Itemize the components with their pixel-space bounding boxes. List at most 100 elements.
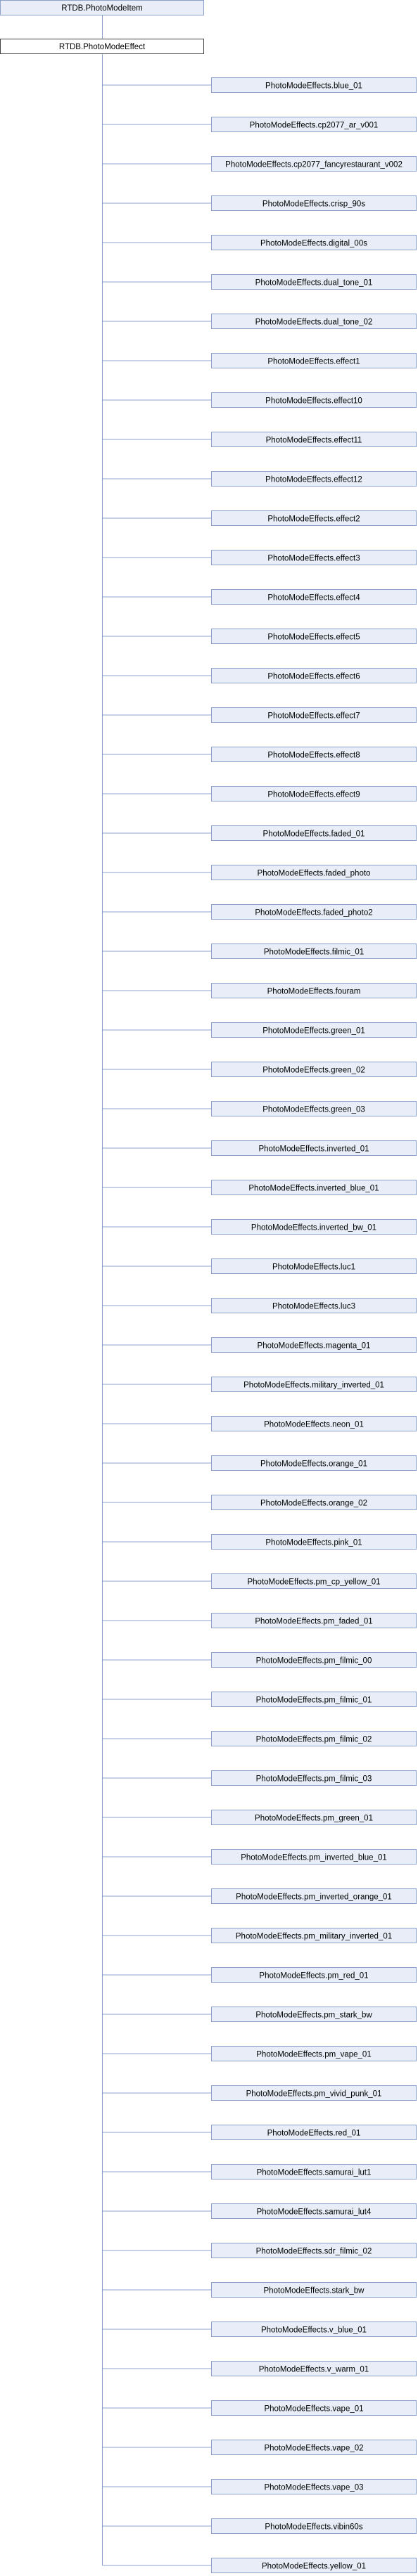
- child-node-label: PhotoModeEffects.samurai_lut4: [257, 2208, 372, 2217]
- child-node[interactable]: PhotoModeEffects.pm_military_inverted_01: [211, 1928, 417, 1943]
- child-node-box: [211, 865, 417, 880]
- child-node[interactable]: PhotoModeEffects.pm_filmic_01: [211, 1692, 417, 1707]
- child-node[interactable]: PhotoModeEffects.digital_00s: [211, 235, 417, 250]
- child-node-label: PhotoModeEffects.luc1: [272, 1263, 355, 1272]
- child-node[interactable]: PhotoModeEffects.orange_01: [211, 1455, 417, 1471]
- child-node[interactable]: PhotoModeEffects.effect9: [211, 786, 417, 801]
- child-node-box: [211, 1337, 417, 1353]
- child-node[interactable]: PhotoModeEffects.v_warm_01: [211, 2361, 417, 2376]
- child-node[interactable]: PhotoModeEffects.yellow_01: [211, 2558, 417, 2573]
- child-node[interactable]: PhotoModeEffects.vape_02: [211, 2440, 417, 2455]
- child-node-box: [211, 2085, 417, 2101]
- child-node[interactable]: PhotoModeEffects.pm_faded_01: [211, 1613, 417, 1628]
- child-node[interactable]: PhotoModeEffects.filmic_01: [211, 944, 417, 959]
- child-node[interactable]: PhotoModeEffects.effect11: [211, 432, 417, 447]
- child-node[interactable]: PhotoModeEffects.pm_vivid_punk_01: [211, 2085, 417, 2101]
- child-node[interactable]: PhotoModeEffects.inverted_01: [211, 1140, 417, 1156]
- child-node[interactable]: PhotoModeEffects.stark_bw: [211, 2282, 417, 2298]
- child-node-box: [211, 2007, 417, 2022]
- child-node-label: PhotoModeEffects.vibin60s: [265, 2523, 362, 2532]
- child-node[interactable]: PhotoModeEffects.effect3: [211, 550, 417, 565]
- child-node-label: PhotoModeEffects.military_inverted_01: [243, 1382, 384, 1390]
- child-node[interactable]: PhotoModeEffects.effect4: [211, 589, 417, 605]
- child-node[interactable]: PhotoModeEffects.inverted_blue_01: [211, 1180, 417, 1195]
- child-node-label: PhotoModeEffects.pm_cp_yellow_01: [247, 1578, 380, 1587]
- child-node-label: PhotoModeEffects.neon_01: [264, 1421, 364, 1429]
- child-node-box: [211, 707, 417, 723]
- child-node[interactable]: PhotoModeEffects.pm_cp_yellow_01: [211, 1573, 417, 1589]
- child-node[interactable]: PhotoModeEffects.vape_01: [211, 2400, 417, 2416]
- child-node-box: [211, 195, 417, 211]
- child-node[interactable]: PhotoModeEffects.effect10: [211, 392, 417, 408]
- child-node-label: PhotoModeEffects.effect2: [267, 515, 360, 524]
- child-node[interactable]: PhotoModeEffects.neon_01: [211, 1416, 417, 1431]
- child-node[interactable]: PhotoModeEffects.orange_02: [211, 1495, 417, 1510]
- child-node[interactable]: PhotoModeEffects.blue_01: [211, 77, 417, 93]
- child-node-box: [211, 2203, 417, 2219]
- child-node[interactable]: PhotoModeEffects.green_01: [211, 1022, 417, 1038]
- child-node[interactable]: PhotoModeEffects.pm_red_01: [211, 1967, 417, 1983]
- child-node[interactable]: PhotoModeEffects.effect5: [211, 629, 417, 644]
- child-node[interactable]: PhotoModeEffects.inverted_bw_01: [211, 1219, 417, 1235]
- child-node[interactable]: PhotoModeEffects.pm_filmic_03: [211, 1770, 417, 1786]
- child-node[interactable]: PhotoModeEffects.pm_filmic_00: [211, 1652, 417, 1668]
- child-node-label: PhotoModeEffects.v_warm_01: [259, 2366, 369, 2374]
- child-node-label: PhotoModeEffects.pm_vivid_punk_01: [246, 2090, 382, 2099]
- root-node-label: RTDB.PhotoModeItem: [61, 4, 142, 13]
- child-node-box: [211, 432, 417, 447]
- child-node[interactable]: PhotoModeEffects.crisp_90s: [211, 195, 417, 211]
- child-node-label: PhotoModeEffects.yellow_01: [262, 2563, 366, 2571]
- child-node-label: PhotoModeEffects.vape_03: [264, 2484, 363, 2492]
- child-node[interactable]: PhotoModeEffects.effect7: [211, 707, 417, 723]
- child-node[interactable]: PhotoModeEffects.vape_03: [211, 2479, 417, 2494]
- child-node[interactable]: PhotoModeEffects.faded_photo: [211, 865, 417, 880]
- child-node[interactable]: PhotoModeEffects.pm_inverted_blue_01: [211, 1849, 417, 1865]
- root-node[interactable]: RTDB.PhotoModeItem: [0, 0, 204, 15]
- child-node[interactable]: PhotoModeEffects.dual_tone_01: [211, 274, 417, 290]
- child-node[interactable]: PhotoModeEffects.vibin60s: [211, 2518, 417, 2534]
- child-node[interactable]: PhotoModeEffects.faded_photo2: [211, 904, 417, 920]
- child-node-box: [211, 550, 417, 565]
- child-node[interactable]: PhotoModeEffects.effect12: [211, 471, 417, 487]
- child-node-label: PhotoModeEffects.green_02: [262, 1067, 365, 1075]
- child-node[interactable]: PhotoModeEffects.pm_filmic_02: [211, 1731, 417, 1746]
- child-node-box: [211, 1022, 417, 1038]
- child-node[interactable]: PhotoModeEffects.pm_green_01: [211, 1810, 417, 1825]
- child-node[interactable]: PhotoModeEffects.cp2077_ar_v001: [211, 117, 417, 132]
- child-node[interactable]: PhotoModeEffects.magenta_01: [211, 1337, 417, 1353]
- child-node[interactable]: PhotoModeEffects.military_inverted_01: [211, 1377, 417, 1392]
- child-node[interactable]: PhotoModeEffects.pm_vape_01: [211, 2046, 417, 2061]
- child-node[interactable]: PhotoModeEffects.effect6: [211, 668, 417, 683]
- child-node[interactable]: PhotoModeEffects.fouram: [211, 983, 417, 998]
- child-node-label: PhotoModeEffects.effect1: [267, 358, 360, 366]
- child-node[interactable]: PhotoModeEffects.faded_01: [211, 825, 417, 841]
- child-node-box: [211, 1849, 417, 1865]
- child-node-label: PhotoModeEffects.samurai_lut1: [257, 2169, 372, 2177]
- child-node-box: [211, 2440, 417, 2455]
- child-node[interactable]: PhotoModeEffects.effect8: [211, 747, 417, 762]
- child-node[interactable]: PhotoModeEffects.samurai_lut1: [211, 2164, 417, 2179]
- child-node-label: PhotoModeEffects.effect3: [267, 555, 360, 563]
- child-node[interactable]: PhotoModeEffects.green_02: [211, 1062, 417, 1077]
- child-node-box: [211, 2321, 417, 2337]
- child-node-label: PhotoModeEffects.pm_red_01: [259, 1972, 368, 1981]
- child-node[interactable]: PhotoModeEffects.green_03: [211, 1101, 417, 1116]
- child-node-label: PhotoModeEffects.effect5: [267, 633, 360, 642]
- child-node-box: [211, 2243, 417, 2258]
- child-node[interactable]: PhotoModeEffects.pink_01: [211, 1534, 417, 1550]
- child-node[interactable]: PhotoModeEffects.luc1: [211, 1258, 417, 1274]
- child-node[interactable]: PhotoModeEffects.effect2: [211, 510, 417, 526]
- child-node-label: PhotoModeEffects.pm_green_01: [255, 1815, 373, 1823]
- child-node[interactable]: PhotoModeEffects.luc3: [211, 1298, 417, 1313]
- child-node[interactable]: PhotoModeEffects.v_blue_01: [211, 2321, 417, 2337]
- child-node[interactable]: PhotoModeEffects.effect1: [211, 353, 417, 368]
- child-node[interactable]: PhotoModeEffects.pm_inverted_orange_01: [211, 1888, 417, 1904]
- child-node[interactable]: PhotoModeEffects.pm_stark_bw: [211, 2007, 417, 2022]
- child-node-box: [211, 77, 417, 93]
- child-node-box: [211, 274, 417, 290]
- child-node[interactable]: PhotoModeEffects.sdr_filmic_02: [211, 2243, 417, 2258]
- child-node[interactable]: PhotoModeEffects.dual_tone_02: [211, 314, 417, 329]
- child-node[interactable]: PhotoModeEffects.samurai_lut4: [211, 2203, 417, 2219]
- child-node[interactable]: PhotoModeEffects.red_01: [211, 2125, 417, 2140]
- child-node[interactable]: PhotoModeEffects.cp2077_fancyrestaurant_…: [211, 156, 417, 172]
